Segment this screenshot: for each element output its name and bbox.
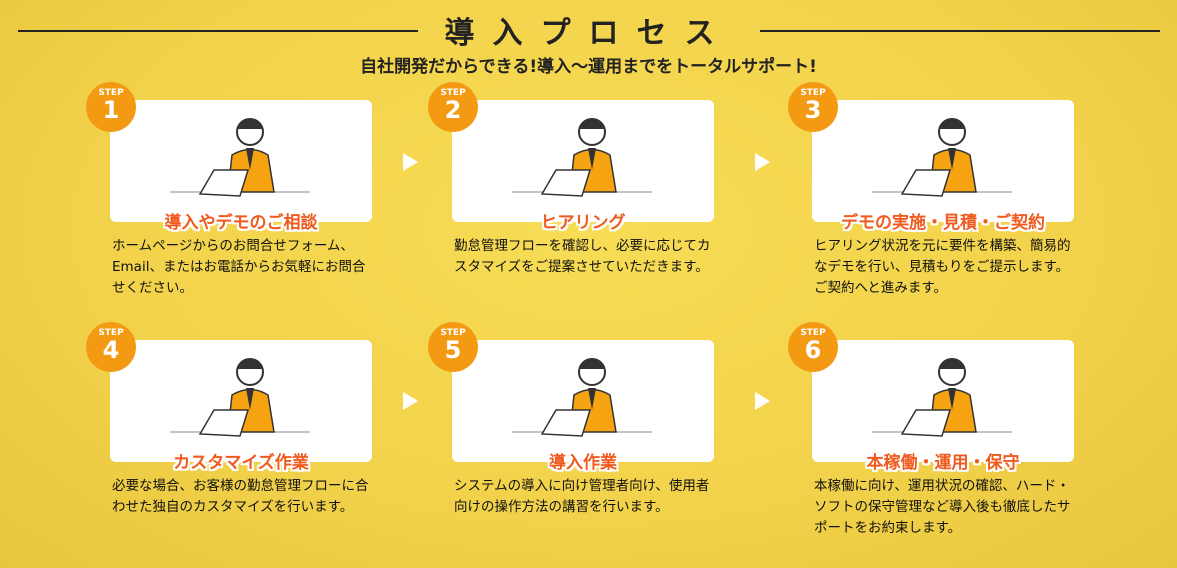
person-illustration-icon — [170, 118, 310, 197]
step-description: 本稼働に向け、運用状況の確認、ハード・ソフトの保守管理など導入後も徹底したサポー… — [814, 478, 1071, 536]
person-illustration-icon — [512, 358, 652, 437]
step-title: 導入作業 — [549, 453, 617, 473]
step-description: システムの導入に向け管理者向け、使用者向けの操作方法の講習を行います。 — [454, 478, 710, 515]
step-card — [452, 340, 714, 462]
person-illustration-icon — [872, 358, 1012, 437]
person-illustration-icon — [170, 358, 310, 437]
arrow-right-icon — [403, 392, 418, 410]
header-divider-left — [18, 30, 418, 32]
page-title: 導入プロセス — [444, 16, 733, 51]
step-title: カスタマイズ作業 — [173, 453, 309, 473]
step-description: ホームページからのお問合せフォーム、Email、またはお電話からお気軽にお問合せ… — [112, 238, 366, 296]
step-title: 導入やデモのご相談 — [164, 213, 318, 233]
person-illustration-icon — [872, 118, 1012, 197]
step-title: デモの実施・見積・ご契約 — [841, 213, 1045, 233]
header-divider-right — [760, 30, 1160, 32]
step-card — [452, 100, 714, 222]
step-card — [110, 100, 372, 222]
person-illustration-icon — [512, 118, 652, 197]
arrow-right-icon — [403, 153, 418, 171]
step-title: ヒアリング — [540, 213, 626, 233]
step-card — [812, 100, 1074, 222]
step-description: 勤怠管理フローを確認し、必要に応じてカスタマイズをご提案させていただきます。 — [454, 238, 711, 275]
step-description: 必要な場合、お客様の勤怠管理フローに合わせた独自のカスタマイズを行います。 — [112, 478, 369, 515]
arrow-right-icon — [755, 392, 770, 410]
arrow-right-icon — [755, 153, 770, 171]
step-card — [110, 340, 372, 462]
step-description: ヒアリング状況を元に要件を構築、簡易的なデモを行い、見積もりをご提示します。ご契… — [814, 238, 1071, 296]
step-card — [812, 340, 1074, 462]
page-subtitle: 自社開発だからできる!導入〜運用までをトータルサポート! — [360, 57, 817, 77]
step-title: 本稼働・運用・保守 — [866, 453, 1020, 473]
